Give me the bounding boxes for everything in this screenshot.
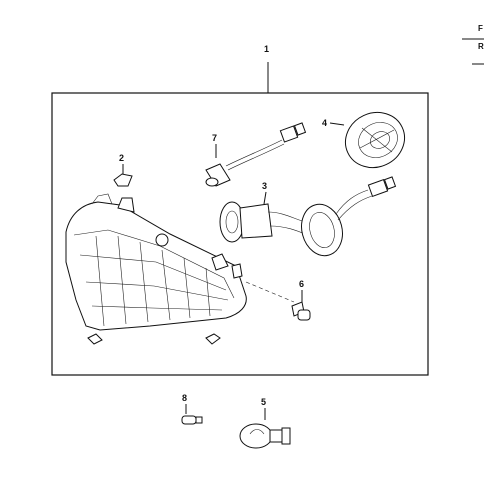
- callout-2: 2: [119, 153, 124, 163]
- edge-label-r: R: [478, 42, 484, 51]
- part-6-screw: 6: [291, 279, 311, 321]
- callout-8: 8: [182, 393, 187, 403]
- part-4-rear-cover: 4: [322, 111, 405, 169]
- callout-4: 4: [322, 118, 327, 128]
- right-edge-fragment: F R: [462, 24, 484, 65]
- mount-clip-right: [205, 333, 221, 345]
- part-5-main-bulb: 5: [239, 397, 291, 449]
- callout-5: 5: [261, 397, 266, 407]
- mount-clip-left: [87, 333, 103, 345]
- part-3-socket-harness: 3: [219, 176, 397, 257]
- callout-7: 7: [212, 133, 217, 143]
- callout-3: 3: [262, 181, 267, 191]
- callout-1: 1: [264, 44, 269, 54]
- edge-label-f: F: [478, 24, 483, 33]
- part-8-small-bulb: 8: [181, 393, 203, 425]
- callout-6: 6: [299, 279, 304, 289]
- part-7-bulb-socket: 7: [205, 122, 307, 187]
- part-2-clip: 2: [113, 153, 133, 187]
- assembly-frame: 1: [51, 44, 429, 376]
- headlight-housing: [65, 193, 295, 345]
